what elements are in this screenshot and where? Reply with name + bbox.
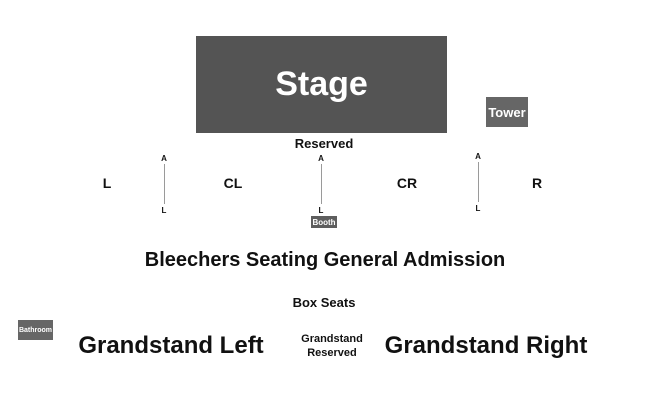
- tower-label: Tower: [488, 104, 526, 120]
- stage-block: Stage: [196, 36, 447, 133]
- aisle-1-bottom: L: [161, 206, 167, 215]
- aisle-1-line: [164, 164, 165, 204]
- grandstand-reserved-line1: Grandstand: [301, 333, 363, 345]
- section-left: L: [102, 175, 112, 191]
- section-right: R: [531, 175, 543, 191]
- aisle-2-top: A: [318, 154, 324, 163]
- reserved-label: Reserved: [294, 136, 354, 151]
- aisle-2-bottom: L: [318, 206, 324, 215]
- aisle-3-line: [478, 162, 479, 202]
- section-center-left: CL: [223, 175, 243, 191]
- stage-label: Stage: [275, 65, 368, 103]
- bleachers-label: Bleechers Seating General Admission: [144, 249, 506, 271]
- box-seats-label: Box Seats: [292, 295, 356, 310]
- tower-block: Tower: [486, 97, 528, 127]
- grandstand-reserved-label: Grandstand Reserved: [301, 332, 363, 360]
- aisle-3-bottom: L: [475, 204, 481, 213]
- booth-label: Booth: [312, 217, 336, 227]
- aisle-2-line: [321, 164, 322, 204]
- bathroom-label: Bathroom: [18, 326, 53, 334]
- grandstand-right-label: Grandstand Right: [384, 332, 588, 359]
- section-center-right: CR: [396, 175, 418, 191]
- grandstand-reserved-line2: Reserved: [307, 347, 357, 359]
- booth-block: Booth: [311, 216, 337, 228]
- grandstand-left-label: Grandstand Left: [78, 332, 264, 359]
- bathroom-block: Bathroom: [18, 320, 53, 340]
- aisle-1-top: A: [161, 154, 167, 163]
- aisle-3-top: A: [475, 152, 481, 161]
